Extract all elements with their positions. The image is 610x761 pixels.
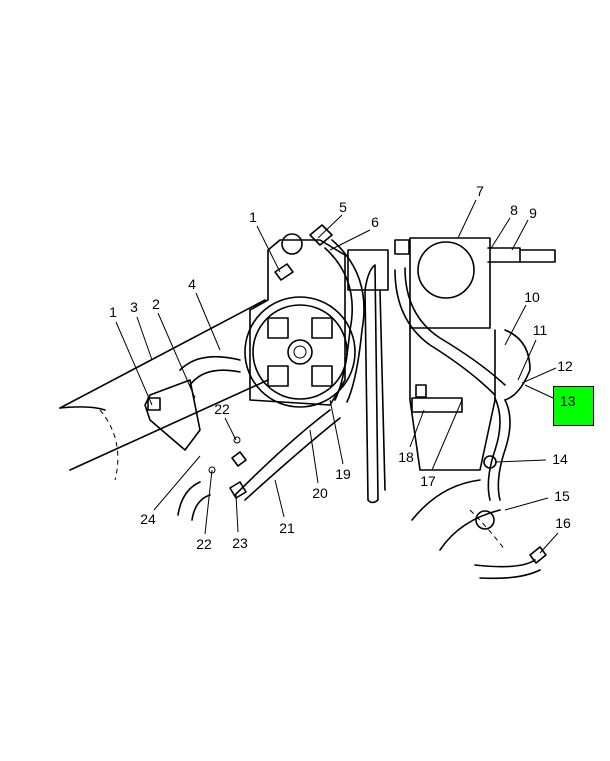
- callout-10[interactable]: 10: [524, 289, 540, 305]
- callout-12[interactable]: 12: [557, 358, 573, 374]
- callout-17[interactable]: 17: [420, 473, 436, 489]
- callout-21[interactable]: 21: [279, 520, 295, 536]
- callout-18[interactable]: 18: [398, 449, 414, 465]
- callout-24[interactable]: 24: [140, 511, 156, 527]
- callout-23[interactable]: 23: [232, 535, 248, 551]
- callout-15[interactable]: 15: [554, 488, 570, 504]
- callout-1[interactable]: 1: [249, 209, 257, 225]
- callout-7[interactable]: 7: [476, 183, 484, 199]
- callout-1-left[interactable]: 1: [109, 304, 117, 320]
- callout-14[interactable]: 14: [552, 451, 568, 467]
- callout-16[interactable]: 16: [555, 515, 571, 531]
- callout-22-upper[interactable]: 22: [214, 401, 230, 417]
- callout-9[interactable]: 9: [529, 205, 537, 221]
- callout-6[interactable]: 6: [371, 214, 379, 230]
- callout-19[interactable]: 19: [335, 466, 351, 482]
- callout-22-lower[interactable]: 22: [196, 536, 212, 552]
- callout-4[interactable]: 4: [188, 276, 196, 292]
- callout-8[interactable]: 8: [510, 202, 518, 218]
- callout-13-highlighted[interactable]: 13: [553, 386, 594, 426]
- callout-5[interactable]: 5: [339, 199, 347, 215]
- callout-3[interactable]: 3: [130, 299, 138, 315]
- callout-20[interactable]: 20: [312, 485, 328, 501]
- callout-11[interactable]: 11: [532, 322, 548, 338]
- callout-2[interactable]: 2: [152, 296, 160, 312]
